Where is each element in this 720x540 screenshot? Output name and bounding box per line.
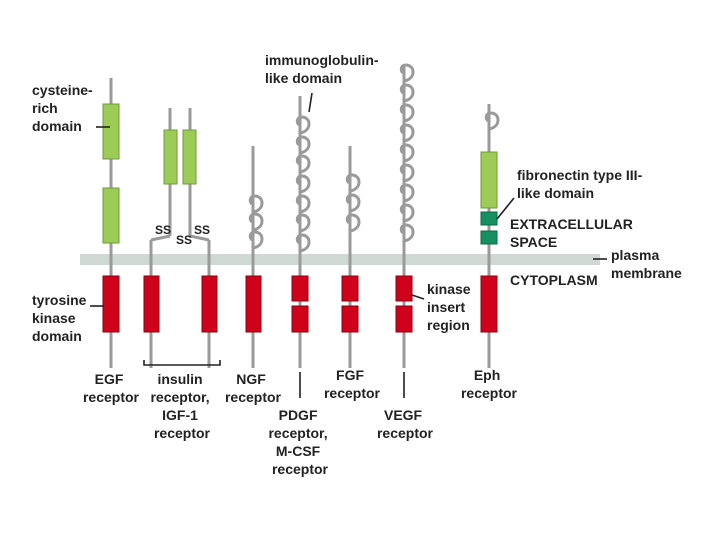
- ss-label-3: SS: [194, 223, 210, 237]
- cytoplasm-label: CYTOPLASM: [510, 272, 598, 288]
- pdgf-ig-loops: [295, 115, 311, 253]
- fgf-ig-loop-2: [345, 193, 361, 213]
- insulin-receptor: [143, 108, 218, 368]
- fgf-receptor-label: FGF receptor: [324, 367, 381, 401]
- fgf-ig-loop-3: [345, 213, 361, 233]
- ngf-ig-loops: [248, 194, 264, 250]
- vegf-kinase-domain-2: [395, 305, 413, 333]
- ngf-receptor: [245, 146, 262, 368]
- vegf-ig-loops: [399, 63, 415, 243]
- fgf-ig-loop-1: [345, 173, 361, 193]
- vegf-receptor-label: VEGF receptor: [377, 407, 434, 441]
- tyrosine-kinase-domain-label: tyrosine kinase domain: [32, 292, 90, 344]
- vegf-receptor: [395, 64, 413, 368]
- vegf-kinase-domain-1: [395, 275, 413, 302]
- eph-cysteine-rich-domain: [480, 151, 498, 209]
- eph-ig-loops: [484, 111, 500, 131]
- vegf-ig-loop-9: [399, 223, 415, 243]
- vegf-ig-loop-1: [399, 63, 415, 83]
- fgf-kinase-domain-1: [341, 275, 359, 302]
- plasma-membrane: [80, 254, 600, 265]
- ngf-ig-loop-2: [248, 212, 264, 232]
- pdgf-ig-loop-3: [295, 154, 311, 174]
- insulin-bracket: [143, 360, 221, 366]
- pdgf-kinase-domain-1: [291, 275, 309, 302]
- insulin-kinase-domain-1: [143, 275, 160, 333]
- immunoglobulin-label: immunoglobulin- like domain: [265, 52, 382, 86]
- insulin-cysteine-rich-domain-1: [163, 129, 178, 185]
- egf-kinase-domain: [102, 275, 120, 333]
- vegf-ig-loop-2: [399, 83, 415, 103]
- fgf-receptor: [341, 146, 359, 368]
- insulin-kinase-domain-2: [201, 275, 218, 333]
- insulin-receptor-label: insulin receptor, IGF-1 receptor: [150, 371, 213, 441]
- immunoglobulin-leader: [308, 92, 313, 113]
- pdgf-ig-loop-2: [295, 135, 311, 155]
- pdgf-ig-loop-6: [295, 213, 311, 233]
- ngf-receptor-label: NGF receptor: [225, 371, 282, 405]
- pdgf-ig-loop-7: [295, 233, 311, 253]
- kinase-insert-region-label: kinase insert region: [427, 281, 474, 333]
- ngf-ig-loop-3: [248, 230, 264, 250]
- kinase-insert-leader: [411, 294, 425, 300]
- plasma-membrane-label: plasma membrane: [611, 247, 682, 281]
- fibronectin-label: fibronectin type III- like domain: [517, 167, 646, 201]
- ss-label-2: SS: [176, 233, 192, 247]
- vegf-ig-loop-7: [399, 183, 415, 203]
- pdgf-receptor: [291, 96, 309, 368]
- vegf-ig-loop-8: [399, 203, 415, 223]
- ngf-kinase-domain: [245, 275, 262, 333]
- eph-receptor-label: Eph receptor: [461, 367, 518, 401]
- eph-kinase-domain: [480, 275, 498, 333]
- egf-cysteine-rich-domain-2: [102, 187, 120, 244]
- pdgf-ig-loop-4: [295, 174, 311, 194]
- eph-fibronectin-domain-2: [480, 230, 498, 245]
- fibronectin-leader: [496, 197, 515, 220]
- vegf-ig-loop-4: [399, 123, 415, 143]
- pdgf-ig-loop-1: [295, 115, 311, 135]
- vegf-ig-loop-3: [399, 103, 415, 123]
- cysteine-rich-domain-label: cysteine- rich domain: [32, 82, 97, 134]
- pdgf-ig-loop-5: [295, 194, 311, 214]
- fgf-ig-loops: [345, 173, 361, 233]
- extracellular-space-label: EXTRACELLULAR SPACE: [510, 216, 637, 250]
- eph-ig-loop-1: [484, 111, 500, 131]
- ngf-ig-loop-1: [248, 194, 264, 214]
- egf-receptor-label: EGF receptor: [83, 371, 140, 405]
- eph-receptor: [480, 104, 498, 368]
- fgf-kinase-domain-2: [341, 305, 359, 333]
- vegf-ig-loop-6: [399, 163, 415, 183]
- eph-fibronectin-domain-1: [480, 211, 498, 226]
- ss-label-1: SS: [155, 223, 171, 237]
- pdgf-receptor-label: PDGF receptor, M-CSF receptor: [268, 407, 331, 477]
- egf-cysteine-rich-domain-1: [102, 103, 120, 160]
- vegf-ig-loop-5: [399, 143, 415, 163]
- insulin-cysteine-rich-domain-2: [182, 129, 197, 185]
- pdgf-kinase-domain-2: [291, 305, 309, 333]
- egf-receptor: [102, 78, 120, 368]
